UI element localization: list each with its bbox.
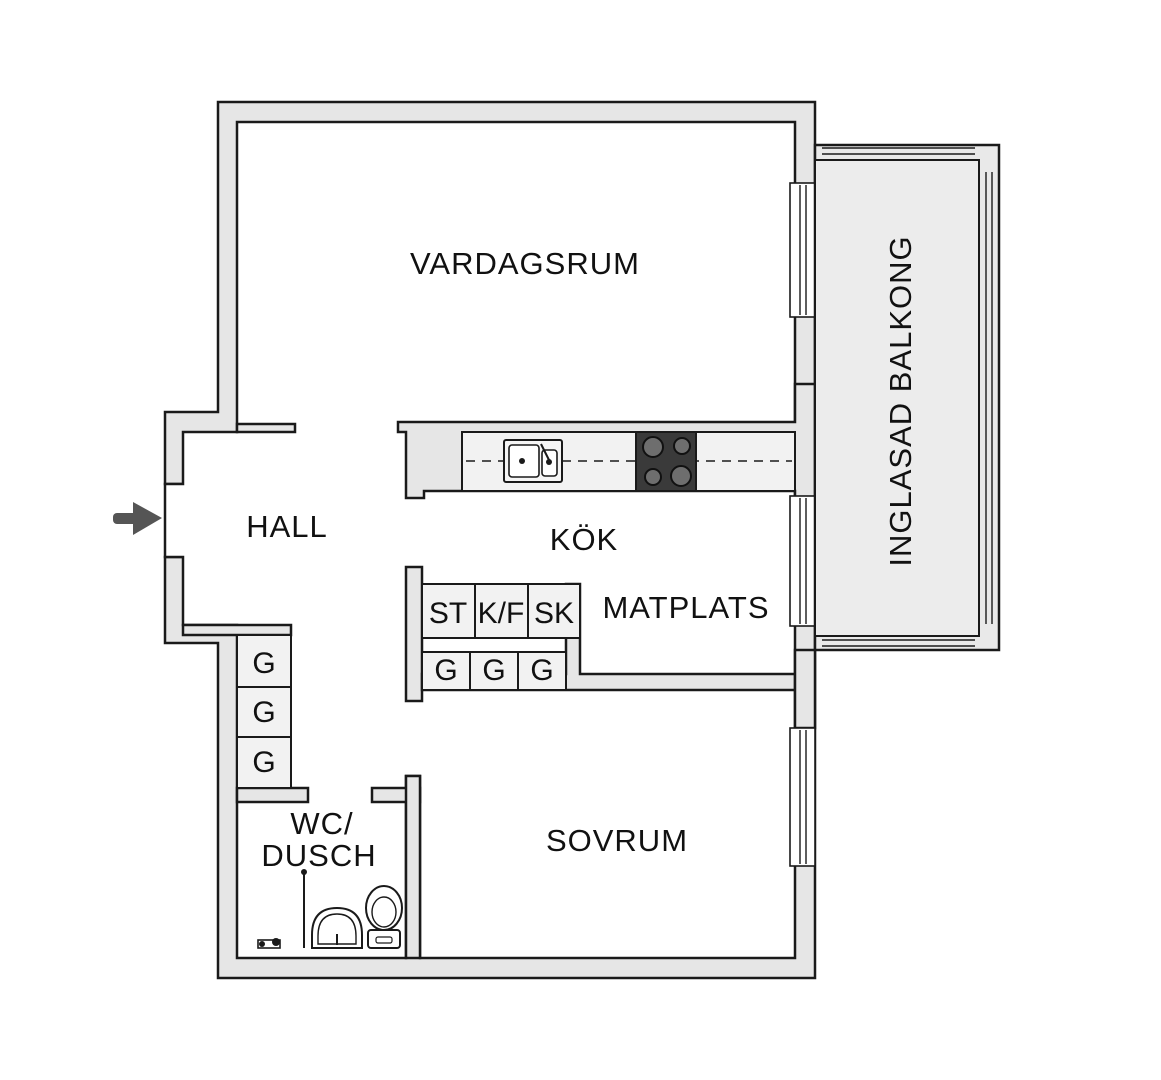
wardrobe-label: G — [434, 654, 457, 687]
wardrobe-label: G — [482, 654, 505, 687]
balcony — [813, 143, 1001, 652]
sink-icon — [503, 439, 563, 483]
washbasin-icon — [311, 906, 363, 949]
room-label-bath-line2: DUSCH — [261, 838, 376, 873]
outer-walls — [163, 100, 817, 980]
room-label-bedroom: SOVRUM — [546, 823, 688, 858]
toilet-icon — [365, 885, 403, 949]
appliance-label-cabinet: SK — [534, 597, 574, 630]
room-label-hall: HALL — [246, 509, 328, 544]
bathroom-fixtures — [257, 869, 403, 949]
room-label-bath-line1: WC/ — [290, 806, 353, 841]
cooktop-icon — [635, 431, 697, 492]
appliance-row — [421, 583, 581, 691]
appliance-label-fridge-freezer: K/F — [478, 597, 525, 630]
room-label-living: VARDAGSRUM — [410, 246, 640, 281]
hall-wardrobes — [236, 634, 292, 789]
room-label-balcony: INGLASAD BALKONG — [883, 235, 918, 566]
wardrobe-label: G — [252, 647, 275, 680]
room-label-dining: MATPLATS — [602, 590, 769, 625]
wardrobe-label: G — [530, 654, 553, 687]
shower-mixer-icon — [257, 938, 281, 949]
wardrobe-label: G — [252, 746, 275, 779]
entrance-arrow-icon — [113, 502, 162, 535]
room-label-kitchen: KÖK — [550, 522, 618, 557]
wardrobe-label: G — [252, 696, 275, 729]
appliance-label-stove: ST — [429, 597, 467, 630]
windows — [789, 182, 816, 867]
